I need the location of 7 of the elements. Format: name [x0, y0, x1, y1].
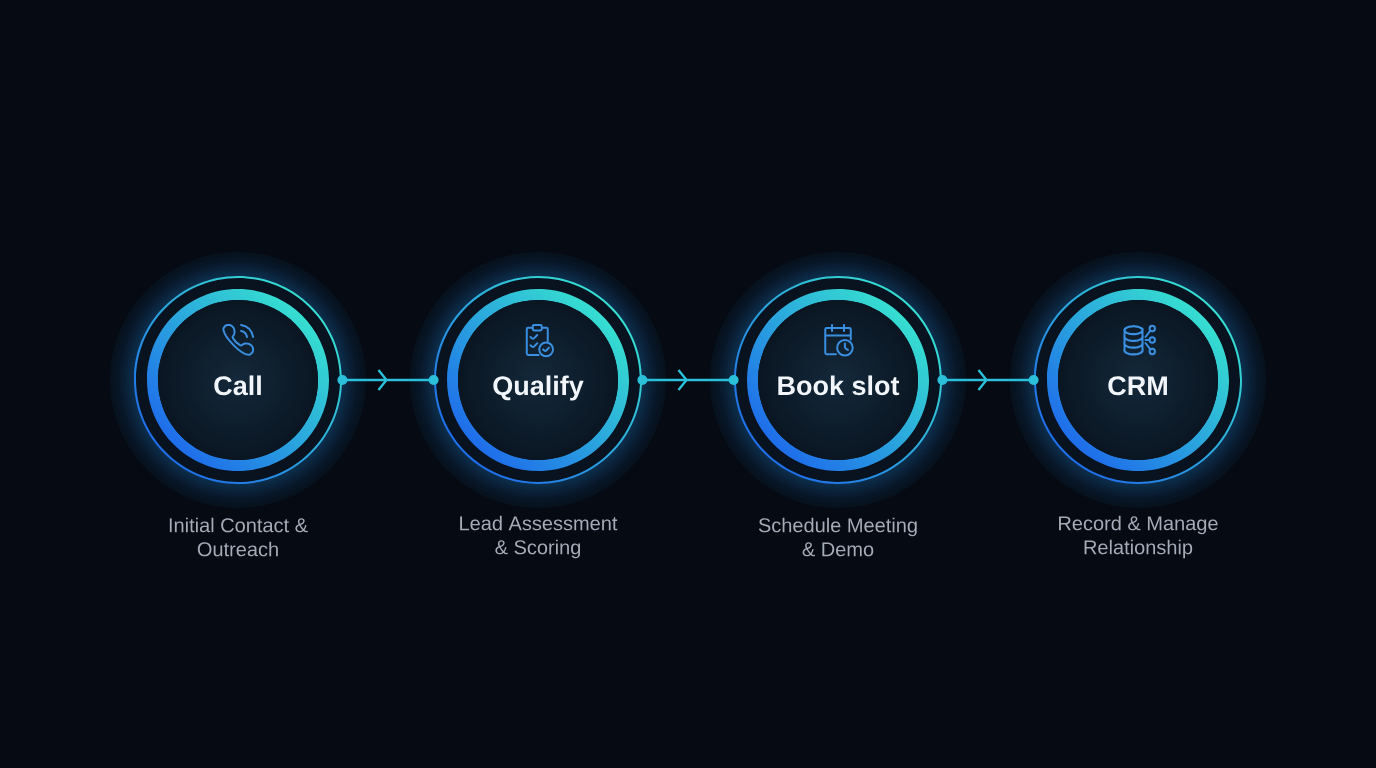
- arrow: [937, 369, 1039, 391]
- arrow: [637, 369, 739, 391]
- step-caption: Lead Assessment & Scoring: [460, 515, 618, 559]
- step-caption: Initial Contact & Outreach: [169, 517, 308, 557]
- step-caption: Record & Manage Relationship: [1059, 515, 1218, 559]
- step-caption: Schedule Meeting & Demo: [758, 517, 917, 557]
- arrow: [337, 369, 439, 391]
